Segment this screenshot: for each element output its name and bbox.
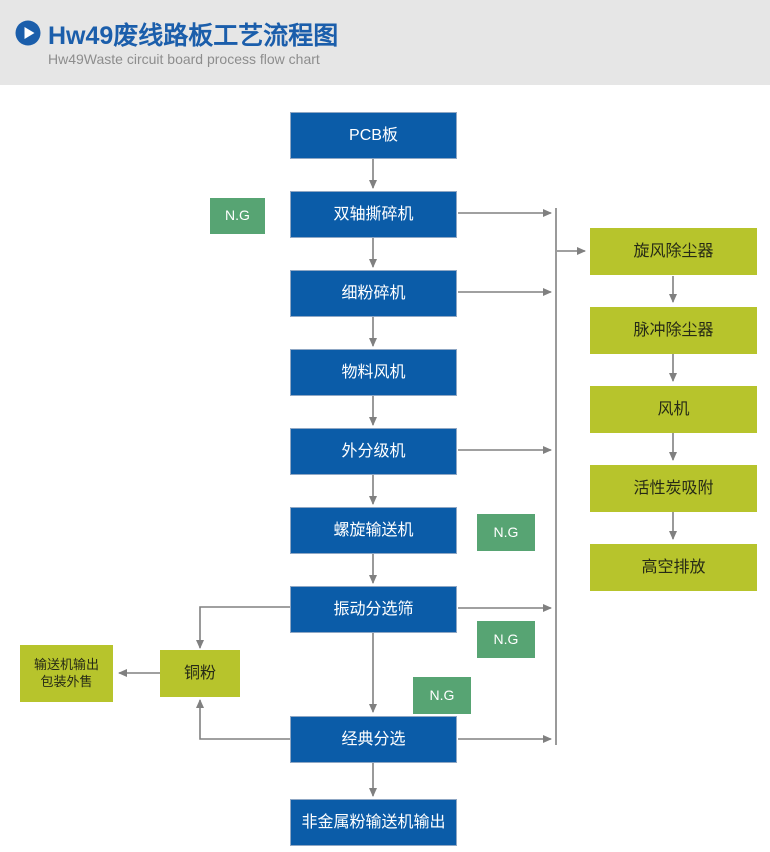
- node-conveyor-sale-line1: 输送机输出: [33, 657, 99, 673]
- node-fine-crusher[interactable]: 细粉碎机: [290, 270, 457, 317]
- node-fan-label: 风机: [657, 400, 690, 418]
- node-fan[interactable]: 风机: [590, 386, 757, 433]
- node-pcb[interactable]: PCB板: [290, 112, 457, 159]
- node-screw-conveyor-label: 螺旋输送机: [333, 521, 414, 539]
- badge-ng-shredder-label: N.G: [225, 207, 250, 224]
- node-classic-sorting-label: 经典分选: [341, 730, 406, 748]
- edge-screen-to-copper: [196, 606, 290, 649]
- node-carbon-adsorption-label: 活性炭吸附: [633, 479, 714, 497]
- page-subtitle: Hw49Waste circuit board process flow cha…: [48, 51, 320, 67]
- node-classifier[interactable]: 外分级机: [290, 428, 457, 475]
- node-copper-powder[interactable]: 铜粉: [160, 650, 240, 697]
- node-material-fan-label: 物料风机: [341, 363, 406, 381]
- node-vibrating-screen[interactable]: 振动分选筛: [290, 586, 457, 633]
- node-pulse-dust[interactable]: 脉冲除尘器: [590, 307, 757, 354]
- node-shredder-label: 双轴撕碎机: [333, 205, 414, 223]
- header-band: [0, 0, 770, 85]
- page-title: Hw49废线路板工艺流程图: [48, 22, 339, 50]
- node-classifier-label: 外分级机: [341, 442, 406, 460]
- node-conveyor-sale-line2: 包装外售: [40, 673, 93, 689]
- edge-sorting-to-copper: [196, 699, 290, 740]
- node-nonmetal-output-label: 非金属粉输送机输出: [301, 813, 446, 831]
- node-pulse-dust-label: 脉冲除尘器: [633, 321, 714, 339]
- badge-ng-screw-label: N.G: [493, 523, 519, 540]
- badge-ng-screen-label: N.G: [493, 630, 519, 647]
- node-conveyor-sale[interactable]: 输送机输出 包装外售: [20, 645, 113, 702]
- node-shredder[interactable]: 双轴撕碎机: [290, 191, 457, 238]
- badge-ng-screw: N.G: [477, 514, 535, 551]
- node-cyclone[interactable]: 旋风除尘器: [590, 228, 757, 275]
- node-fine-crusher-label: 细粉碎机: [341, 284, 406, 302]
- badge-ng-shredder: N.G: [210, 198, 265, 234]
- node-vibrating-screen-label: 振动分选筛: [333, 600, 414, 618]
- node-classic-sorting[interactable]: 经典分选: [290, 716, 457, 763]
- node-material-fan[interactable]: 物料风机: [290, 349, 457, 396]
- badge-ng-screen: N.G: [477, 621, 535, 658]
- node-pcb-label: PCB板: [349, 126, 398, 144]
- node-nonmetal-output[interactable]: 非金属粉输送机输出: [290, 799, 457, 846]
- play-circle-icon: [15, 20, 41, 46]
- node-high-emission-label: 高空排放: [641, 558, 706, 576]
- node-carbon-adsorption[interactable]: 活性炭吸附: [590, 465, 757, 512]
- node-screw-conveyor[interactable]: 螺旋输送机: [290, 507, 457, 554]
- badge-ng-sorting-label: N.G: [429, 686, 455, 703]
- node-high-emission[interactable]: 高空排放: [590, 544, 757, 591]
- node-cyclone-label: 旋风除尘器: [633, 242, 714, 260]
- node-copper-powder-label: 铜粉: [183, 664, 216, 682]
- badge-ng-sorting: N.G: [413, 677, 471, 714]
